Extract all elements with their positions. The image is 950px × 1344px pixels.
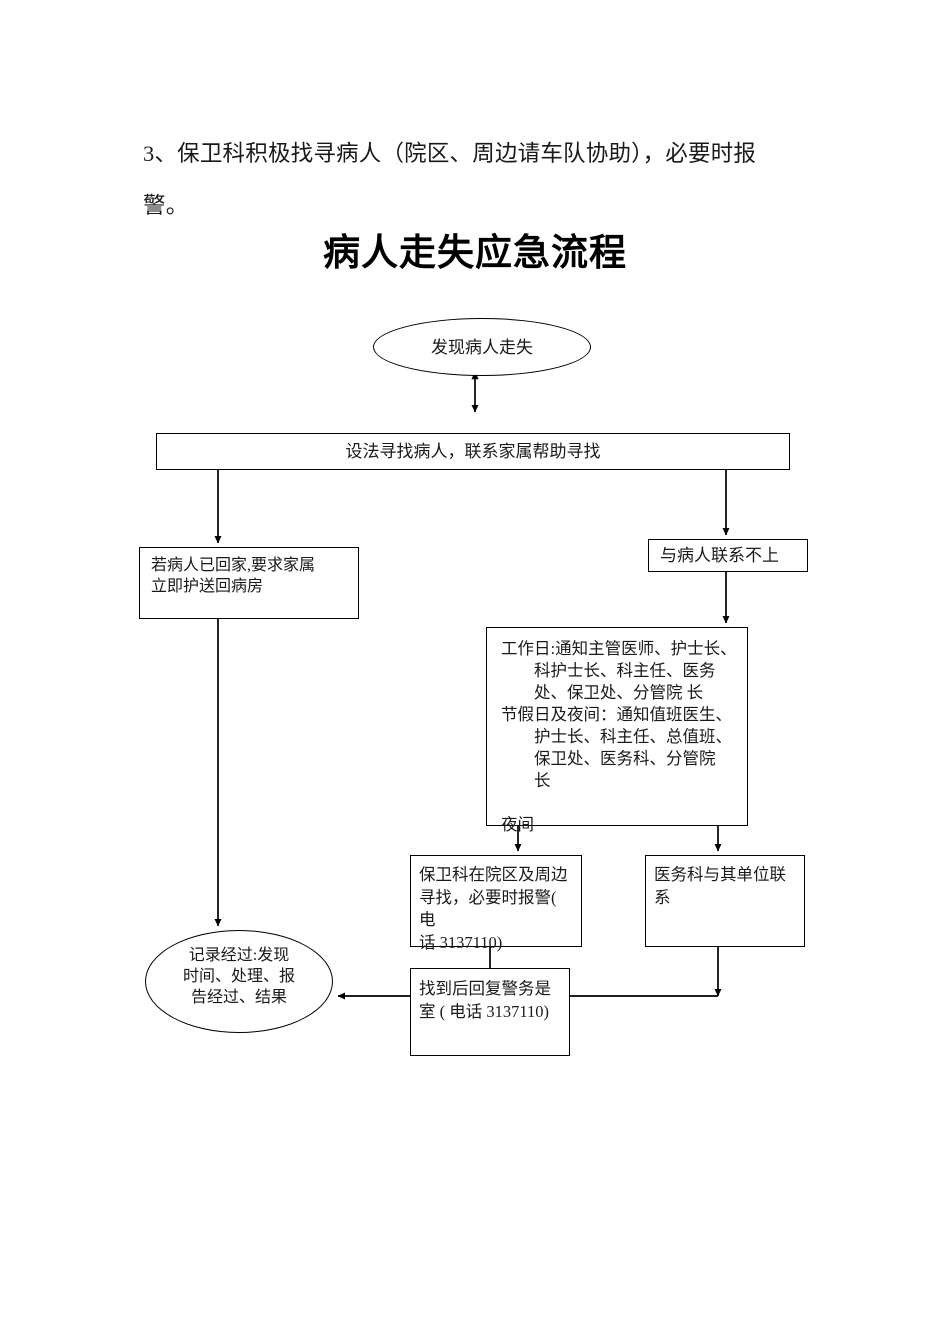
- node-search-label: 设法寻找病人，联系家属帮助寻找: [345, 442, 601, 461]
- node-record-process-label: 记录经过:发现 时间、处理、报 告经过、结果: [182, 947, 295, 1006]
- flowchart-title: 病人走失应急流程: [323, 230, 627, 274]
- node-start-label: 发现病人走失: [431, 338, 533, 357]
- node-notification-list[interactable]: 工作日:通知主管医师、护士长、 科护士长、科主任、医务 处、保卫处、分管院 长 …: [486, 627, 748, 834]
- intro-paragraph: 3、保卫科积极找寻病人（院区、周边请车队协助），必要时报 警。: [143, 141, 757, 218]
- node-record-process[interactable]: 记录经过:发现 时间、处理、报 告经过、结果: [145, 930, 333, 1033]
- node-medical-affairs[interactable]: 医务科与其单位联 系: [645, 855, 805, 947]
- node-notification-list-label: 工作日:通知主管医师、护士长、 科护士长、科主任、医务 处、保卫处、分管院 长 …: [501, 639, 737, 834]
- node-report-back-label: 找到后回复警务是 室 ( 电话 3137110): [419, 979, 551, 1021]
- node-patient-home[interactable]: 若病人已回家,要求家属 立即护送回病房: [139, 547, 359, 619]
- node-medical-affairs-label: 医务科与其单位联 系: [654, 865, 786, 907]
- node-no-contact[interactable]: 与病人联系不上: [648, 539, 808, 572]
- node-security-search[interactable]: 保卫科在院区及周边 寻找，必要时报警( 电 话 3137110): [410, 855, 582, 952]
- node-report-back[interactable]: 找到后回复警务是 室 ( 电话 3137110): [410, 968, 570, 1056]
- node-patient-home-label: 若病人已回家,要求家属 立即护送回病房: [151, 557, 316, 595]
- node-no-contact-label: 与病人联系不上: [660, 546, 779, 565]
- node-start[interactable]: 发现病人走失: [373, 318, 591, 376]
- node-security-search-label: 保卫科在院区及周边 寻找，必要时报警( 电 话 3137110): [419, 865, 568, 952]
- node-search[interactable]: 设法寻找病人，联系家属帮助寻找: [156, 433, 790, 470]
